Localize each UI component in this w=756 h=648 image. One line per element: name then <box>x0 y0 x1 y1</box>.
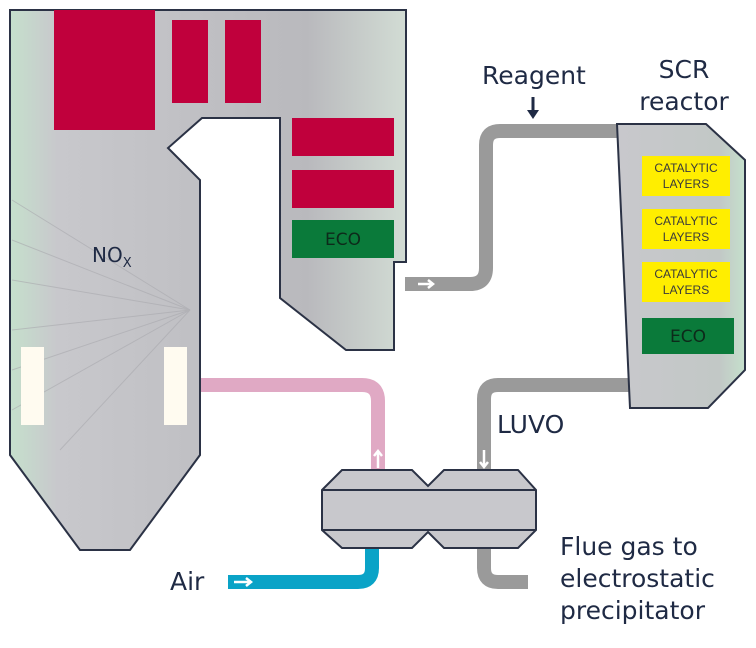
burner-left <box>21 347 44 425</box>
hot-air-duct <box>200 378 385 478</box>
luvo-preheater <box>321 469 537 549</box>
reagent-label: Reagent <box>482 61 586 90</box>
flue-gas-label-line3: precipitator <box>560 596 706 625</box>
flue-duct-to-scr <box>405 124 622 291</box>
superheater-panel-1 <box>172 20 208 103</box>
reheater-1 <box>292 118 394 156</box>
catalytic-layer-2 <box>642 209 730 249</box>
superheater-large <box>54 10 155 130</box>
superheater-panel-2 <box>225 20 261 103</box>
flow-arrows <box>234 279 550 587</box>
catalytic-layer-2-line2: LAYERS <box>663 230 709 244</box>
nox-label: NOX <box>92 243 132 271</box>
flue-gas-label-line2: electrostatic <box>560 564 715 593</box>
arrow-right-boiler-outlet-icon <box>418 279 436 289</box>
boiler-economizer <box>292 220 394 258</box>
catalytic-layer-3-line1: CATALYTIC <box>654 267 718 281</box>
scr-economizer-label: ECO <box>670 327 706 347</box>
arrow-right-flue-gas-icon <box>530 577 550 587</box>
flue-duct-to-precipitator <box>477 540 528 589</box>
scr-label-line1: SCR <box>659 55 710 84</box>
luvo-label: LUVO <box>497 410 564 439</box>
catalytic-layer-3-line2: LAYERS <box>663 283 709 297</box>
catalytic-layer-2-line1: CATALYTIC <box>654 214 718 228</box>
air-label: Air <box>170 567 205 596</box>
arrow-right-air-icon <box>234 577 254 587</box>
catalytic-layer-1 <box>642 156 730 196</box>
scr-economizer <box>642 318 734 354</box>
flue-duct-to-luvo <box>477 378 630 478</box>
arrow-up-hot-air-icon <box>373 448 383 468</box>
burner-right <box>164 347 187 425</box>
cold-air-duct <box>228 540 379 589</box>
catalytic-layer-3 <box>642 262 730 302</box>
reheater-2 <box>292 170 394 208</box>
scr-label-line2: reactor <box>639 87 729 116</box>
catalytic-layer-1-line2: LAYERS <box>663 177 709 191</box>
catalytic-layers: CATALYTIC LAYERS CATALYTIC LAYERS CATALY… <box>642 156 730 302</box>
arrow-down-luvo-icon <box>479 450 489 470</box>
catalytic-layer-1-line1: CATALYTIC <box>654 161 718 175</box>
reagent-arrow-icon <box>527 97 539 119</box>
flue-gas-label-line1: Flue gas to <box>560 532 698 561</box>
boiler-economizer-label: ECO <box>325 230 361 250</box>
